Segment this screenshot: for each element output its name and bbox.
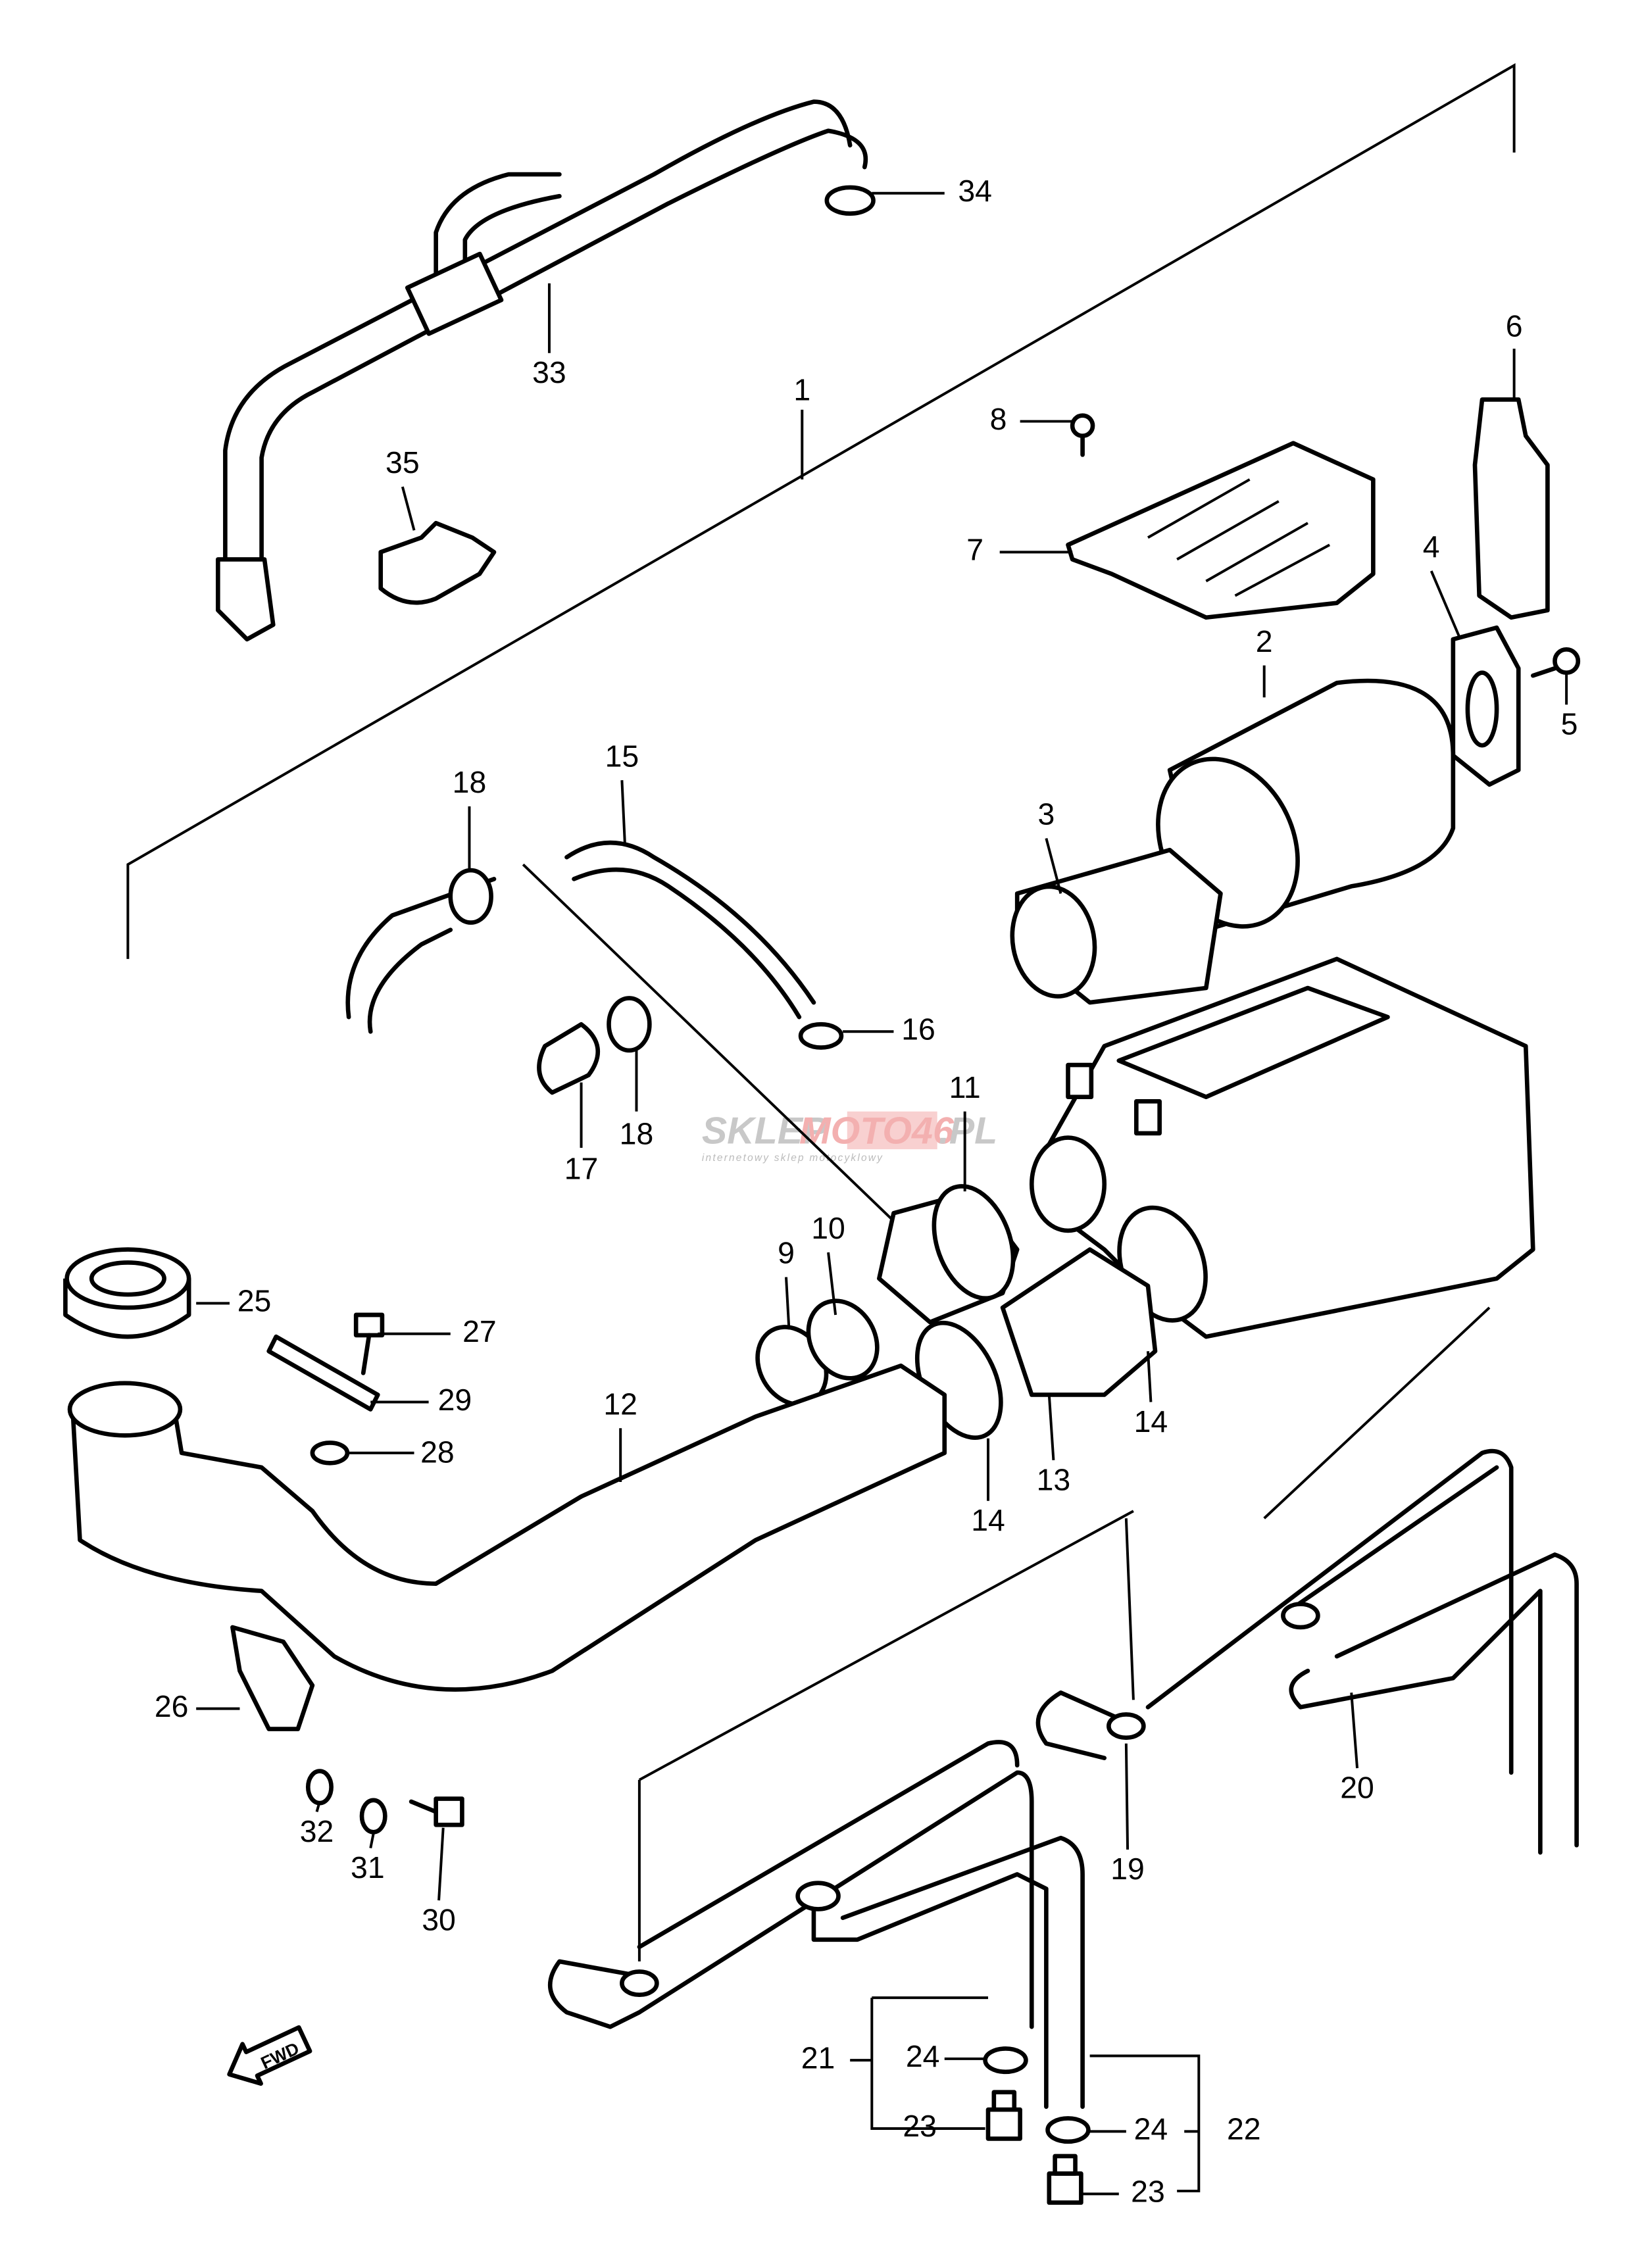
callout-14: 14: [971, 1503, 1005, 1537]
callout-30: 30: [422, 1903, 456, 1937]
bolt-5: [1531, 647, 1581, 678]
callout-15: 15: [605, 739, 639, 773]
callout-24: 24: [906, 2039, 940, 2073]
callout-12: 12: [603, 1387, 637, 1421]
svg-text:SKLEP: SKLEP: [702, 1110, 828, 1152]
bracket-6: [1472, 397, 1550, 620]
bolt-27: [353, 1312, 385, 1375]
assembly-bracket: [126, 62, 1516, 959]
callout-2: 2: [1256, 624, 1273, 658]
callout-27: 27: [462, 1314, 497, 1348]
callout-16: 16: [901, 1012, 935, 1047]
breather-hose: [216, 99, 868, 642]
callout-18: 18: [453, 765, 487, 799]
callout-25: 25: [237, 1284, 272, 1318]
callout-18: 18: [620, 1117, 654, 1151]
filter-cage-3: [1010, 847, 1223, 1005]
callout-33: 33: [532, 355, 566, 389]
clamp-35: [378, 520, 497, 605]
cover-7: [1066, 441, 1376, 620]
bracket-26: [230, 1625, 315, 1731]
callout-17: 17: [564, 1152, 599, 1186]
guide-line: [522, 863, 909, 1236]
callout-23: 23: [903, 2109, 937, 2143]
callout-11: 11: [949, 1070, 981, 1104]
svg-text:.PL: .PL: [939, 1110, 997, 1152]
callout-3: 3: [1037, 797, 1055, 831]
cap-17: [537, 1022, 601, 1095]
callout-5: 5: [1561, 707, 1578, 741]
callout-13: 13: [1037, 1462, 1071, 1496]
drain-hoses: [1035, 1306, 1579, 1855]
callout-29: 29: [438, 1383, 472, 1417]
callout-26: 26: [155, 1689, 189, 1723]
callout-34: 34: [958, 174, 992, 208]
callout-32: 32: [300, 1814, 334, 1848]
callout-14: 14: [1134, 1404, 1168, 1439]
bolt-30: [409, 1796, 464, 1827]
fwd-arrow-icon: FWD: [227, 2025, 312, 2086]
clamps: [755, 1184, 1158, 1440]
clamp-34: [824, 185, 876, 216]
callouts: 34 33 1 35 8 6 7 4 2 5 3 18 15 16 18 17 …: [155, 174, 1578, 2209]
callout-8: 8: [990, 402, 1007, 436]
callout-28: 28: [420, 1435, 455, 1469]
callout-24: 24: [1134, 2112, 1168, 2146]
callout-35: 35: [386, 445, 420, 480]
clamp-18a: [448, 868, 493, 925]
washer-32: [305, 1769, 334, 1806]
plate-29: [266, 1334, 380, 1412]
callout-10: 10: [811, 1211, 845, 1245]
callout-22: 22: [1227, 2112, 1261, 2146]
callout-31: 31: [351, 1850, 385, 1885]
washer-28: [310, 1441, 350, 1466]
callout-23: 23: [1131, 2175, 1165, 2209]
washer-31: [359, 1798, 387, 1835]
callout-1: 1: [793, 373, 810, 407]
duct-inlet: [67, 1381, 183, 1438]
seal-4: [1451, 625, 1521, 787]
callout-9: 9: [778, 1236, 795, 1270]
clamp-18b: [607, 996, 652, 1053]
callout-21: 21: [801, 2040, 835, 2075]
callout-20: 20: [1340, 1771, 1374, 1805]
svg-text:internetowy sklep motocyklowy: internetowy sklep motocyklowy: [702, 1152, 883, 1164]
seal-hole: [1465, 670, 1499, 748]
drain-hoses-lower: [547, 1510, 1201, 2205]
leader-lines: [196, 191, 1568, 2196]
callout-6: 6: [1506, 308, 1523, 343]
watermark: SKLEP MOTO46 .PL internetowy sklep motoc…: [702, 1110, 997, 1164]
clamp-16: [798, 1022, 844, 1050]
screw-8: [1070, 413, 1095, 457]
callout-7: 7: [966, 533, 983, 567]
hose-15: [345, 840, 816, 1034]
callout-4: 4: [1423, 530, 1440, 564]
callout-19: 19: [1110, 1852, 1145, 1886]
cover-ribs: [1147, 478, 1331, 597]
duct-12: [70, 1363, 947, 1692]
svg-text:MOTO46: MOTO46: [799, 1110, 955, 1152]
ring-25: [63, 1247, 191, 1339]
